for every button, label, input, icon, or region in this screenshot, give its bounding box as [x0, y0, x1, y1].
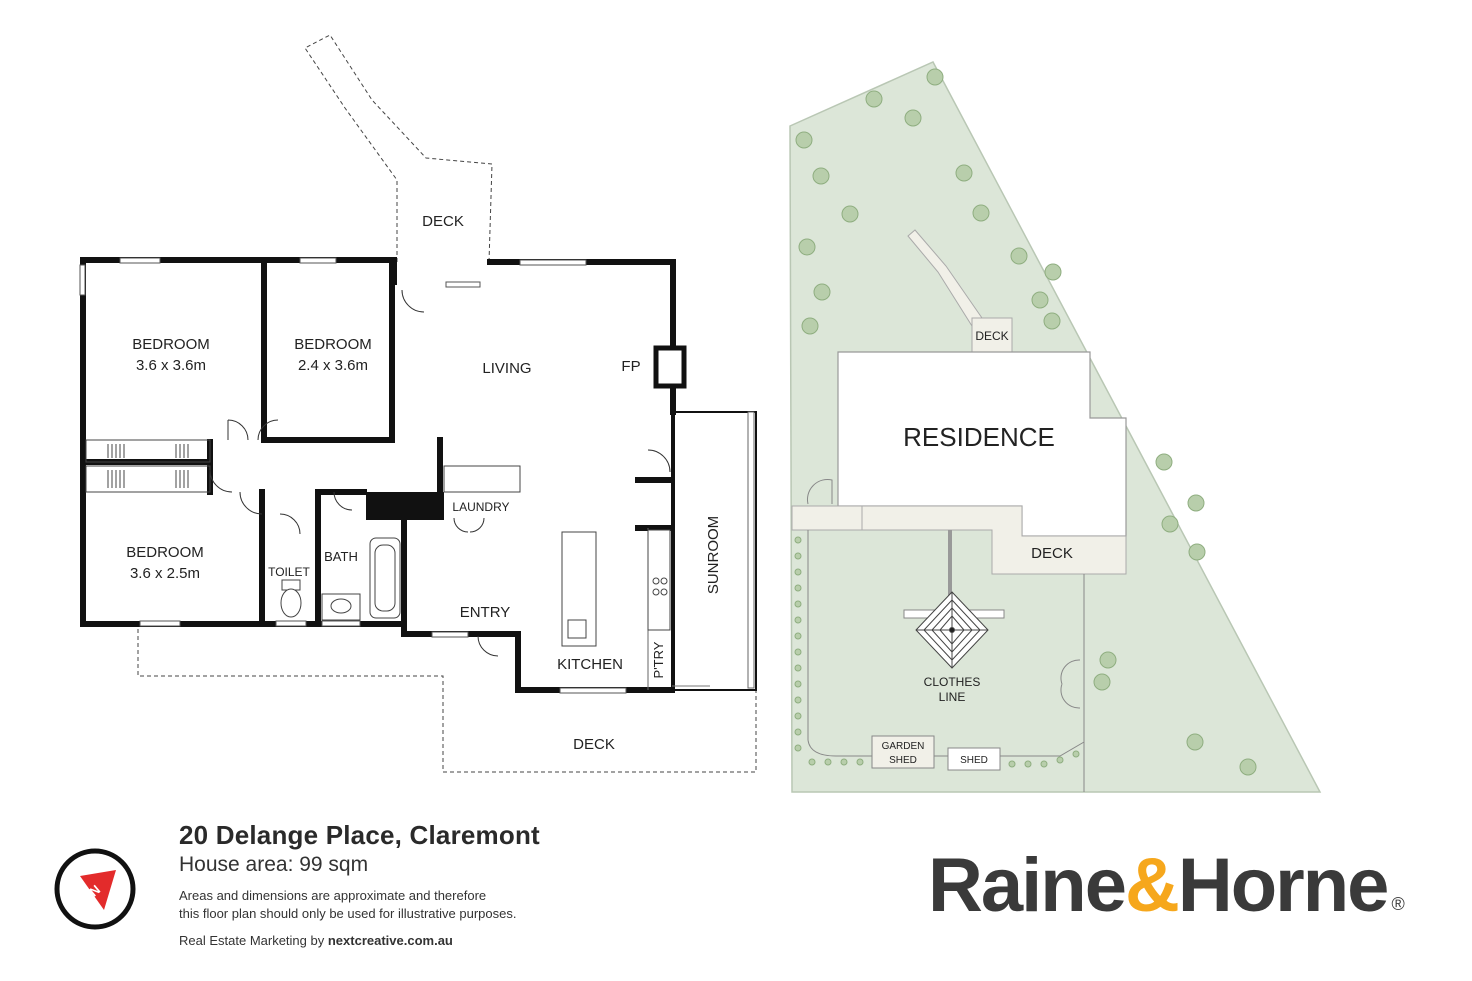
site-deck-side	[791, 505, 1127, 575]
credit-site-link[interactable]: nextcreative.com.au	[327, 933, 453, 948]
property-address: 20 Delange Place, Claremont	[179, 820, 540, 850]
brand-logo-amp: &	[1124, 843, 1180, 928]
site-plan: RESIDENCE DECK DECK CLOTHES LINE GARDEN …	[789, 61, 1322, 793]
floor-plan-diagram: BEDROOM 3.6 x 3.6m BEDROOM 2.4 x 3.6m BE…	[79, 34, 1322, 793]
chimney-block	[366, 492, 444, 520]
room-label-bedroom-2: BEDROOM	[294, 336, 372, 353]
site-label-garden-shed-2: SHED	[889, 755, 917, 766]
room-size-bedroom-1: 3.6 x 3.6m	[136, 357, 206, 374]
garden-shed	[871, 735, 935, 769]
site-label-clothes-line-1: CLOTHES	[924, 675, 981, 689]
room-label-sunroom: SUNROOM	[705, 516, 722, 594]
brand-registered-mark: ®	[1391, 894, 1405, 914]
tree-icon	[795, 68, 1257, 776]
brand-logo-part2: Horne	[1177, 843, 1390, 928]
room-size-bedroom-3: 3.6 x 2.5m	[130, 565, 200, 582]
disclaimer: Areas and dimensions are approximate and…	[179, 887, 599, 923]
room-label-bedroom-1: BEDROOM	[132, 336, 210, 353]
cooktop-icon	[652, 577, 668, 596]
site-label-deck-side: DECK	[1031, 545, 1073, 562]
disclaimer-line-1: Areas and dimensions are approximate and…	[179, 888, 487, 903]
clothes-line-icon	[903, 591, 1005, 669]
site-label-shed: SHED	[960, 755, 988, 766]
disclaimer-line-2: this floor plan should only be used for …	[179, 906, 517, 921]
room-label-fireplace: FP	[621, 358, 640, 375]
deck-label-top: DECK	[422, 213, 464, 230]
room-label-toilet: TOILET	[268, 565, 310, 579]
fixtures	[280, 465, 671, 647]
site-deck-top	[971, 317, 1013, 359]
site-label-residence: RESIDENCE	[903, 422, 1055, 452]
compass-icon: N	[54, 848, 136, 930]
deck-label-bottom: DECK	[573, 736, 615, 753]
room-label-living: LIVING	[482, 360, 531, 377]
deck-top-outline	[304, 34, 493, 263]
wardrobe-icon	[85, 439, 211, 493]
room-label-bedroom-3: BEDROOM	[126, 544, 204, 561]
deck-outlines	[137, 34, 757, 773]
fireplace	[653, 345, 687, 389]
marketing-credit: Real Estate Marketing by nextcreative.co…	[179, 933, 453, 948]
hedge-dots	[794, 536, 1080, 768]
door-swing-icon	[209, 289, 671, 657]
room-label-laundry: LAUNDRY	[452, 500, 509, 514]
room-size-bedroom-2: 2.4 x 3.6m	[298, 357, 368, 374]
deck-bottom-outline	[137, 622, 757, 773]
windows	[79, 257, 627, 694]
sink-icon	[567, 619, 587, 639]
site-label-deck-top: DECK	[975, 329, 1008, 343]
brand-logo-part1: Raine	[928, 843, 1127, 928]
room-label-bath: BATH	[324, 549, 358, 564]
site-label-clothes-line-2: LINE	[939, 690, 966, 704]
house-area: House area: 99 sqm	[179, 853, 369, 876]
room-label-kitchen: KITCHEN	[557, 656, 623, 673]
room-label-pantry: P'TRY	[651, 641, 666, 678]
site-label-garden-shed-1: GARDEN	[882, 741, 925, 752]
brand-logo: Raine&Horne®	[928, 842, 1448, 932]
floor-plan: BEDROOM 3.6 x 3.6m BEDROOM 2.4 x 3.6m BE…	[79, 34, 757, 773]
shed	[947, 747, 1001, 771]
credit-prefix: Real Estate Marketing by	[179, 933, 328, 948]
room-label-entry: ENTRY	[460, 604, 511, 621]
